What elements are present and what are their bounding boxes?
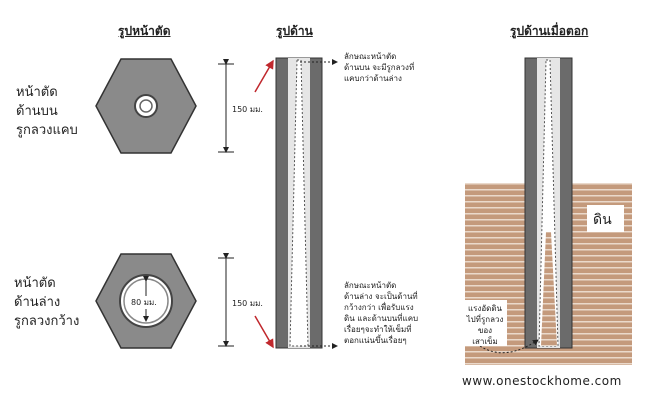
note-bottom: ลักษณะหน้าตัด ด้านล่าง จะเป็นด้านที่ กว้… <box>344 281 419 345</box>
soil-plug <box>541 232 557 346</box>
note-soil-force: แรงอัดดิน ไปที่รูกลวง ของ เสาเข็ม <box>466 304 504 346</box>
label-bottom-section: หน้าตัด ด้านล่าง รูกลวงกว้าง <box>14 276 80 329</box>
title-driven: รูปด้านเมื่อตอก <box>510 24 589 38</box>
dim-bottom: 150 มม. <box>232 297 263 310</box>
note-top: ลักษณะหน้าตัด ด้านบน จะมีรูกลวงที่ แคบกว… <box>344 52 415 83</box>
title-elevation: รูปด้าน <box>276 24 313 38</box>
label-top-section: หน้าตัด ด้านบน รูกลวงแคบ <box>16 85 78 138</box>
soil-label: ดิน <box>593 212 612 228</box>
website: www.onestockhome.com <box>462 374 622 388</box>
elevation-pile <box>275 57 323 349</box>
dim-top: 150 มม. <box>232 103 263 116</box>
driven-pile <box>524 57 573 349</box>
dim-hole: 80 มม. <box>131 296 157 309</box>
title-cross-section: รูปหน้าตัด <box>118 24 171 38</box>
